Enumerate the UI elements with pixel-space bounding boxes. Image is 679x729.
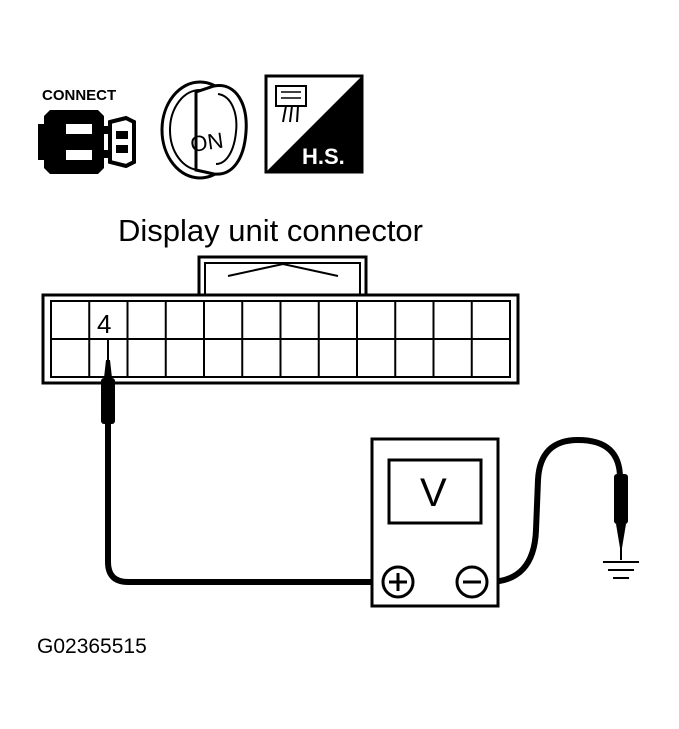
figure-id: G02365515 [37,635,147,658]
diagram-title: Display unit connector [118,213,423,248]
voltmeter: V [370,437,500,608]
ignition-key-on-icon: ON [160,80,248,180]
harness-side-label: H.S. [302,144,345,169]
ground-symbol-icon [603,561,639,579]
connect-label: CONNECT [42,87,116,104]
positive-terminal-icon [381,565,415,599]
display-unit-connector: 4 [41,255,520,385]
voltmeter-display-label: V [420,471,447,515]
pin-number-label: 4 [97,309,111,339]
ignition-on-label: ON [189,128,225,157]
positive-lead-wire [105,422,382,585]
negative-terminal-icon [455,565,489,599]
positive-test-probe [101,338,115,424]
connector-cavity-grid [51,301,510,377]
negative-test-probe [614,474,628,560]
harness-side-icon: H.S. [264,74,364,174]
negative-lead-wire [487,436,623,585]
connector-connect-icon: CONNECT [38,87,136,174]
